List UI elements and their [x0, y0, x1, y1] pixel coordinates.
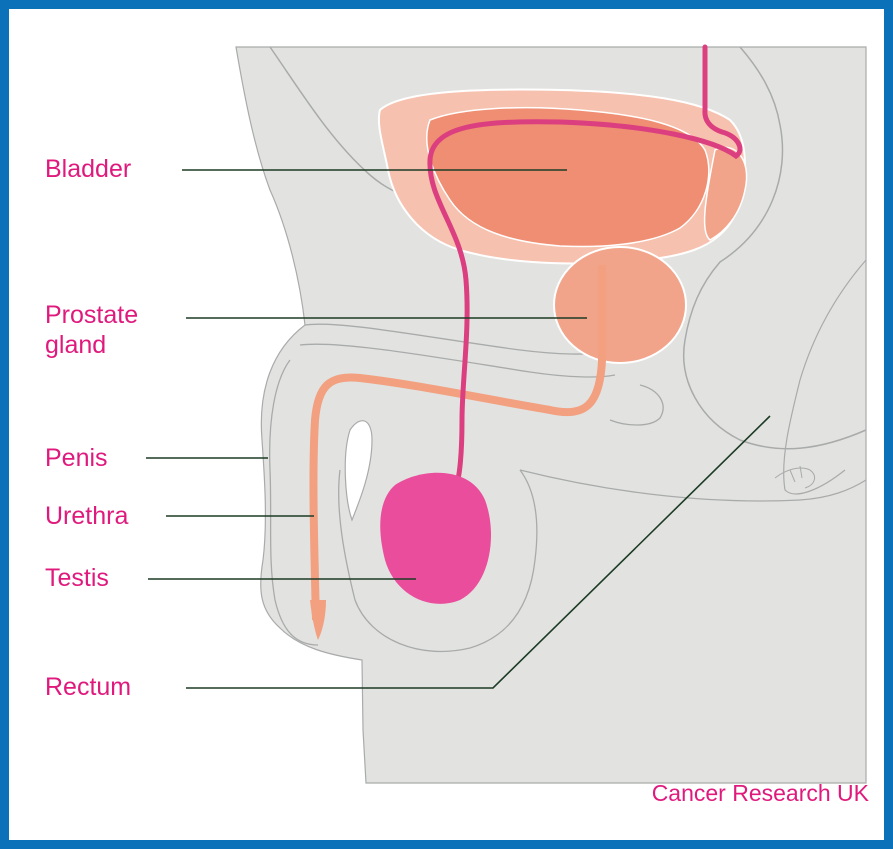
label-penis: Penis	[45, 443, 108, 473]
prostate-gland	[554, 247, 686, 363]
label-urethra: Urethra	[45, 501, 128, 531]
label-prostate-line2: gland	[45, 330, 106, 360]
label-prostate-line1: Prostate	[45, 300, 138, 330]
label-testis: Testis	[45, 563, 109, 593]
label-rectum: Rectum	[45, 672, 131, 702]
credit-text: Cancer Research UK	[652, 779, 869, 807]
label-bladder: Bladder	[45, 154, 131, 184]
